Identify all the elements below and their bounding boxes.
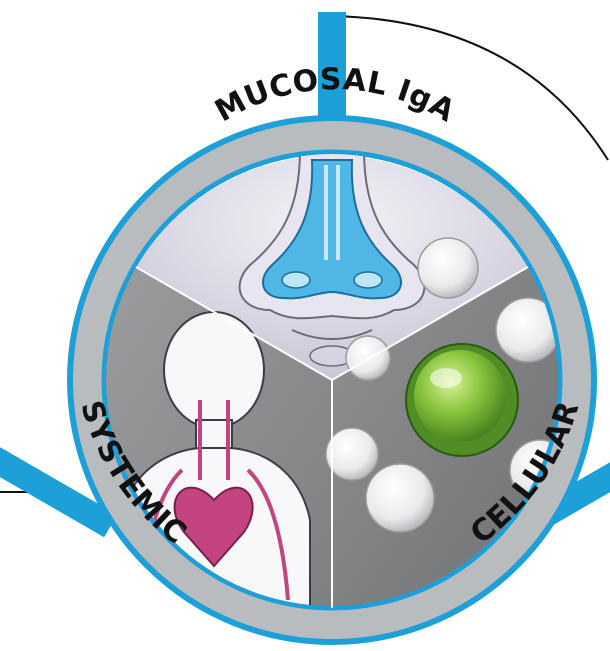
immunity-diagram: MUCOSAL IgA SYSTEMIC CELLULAR <box>0 0 610 651</box>
